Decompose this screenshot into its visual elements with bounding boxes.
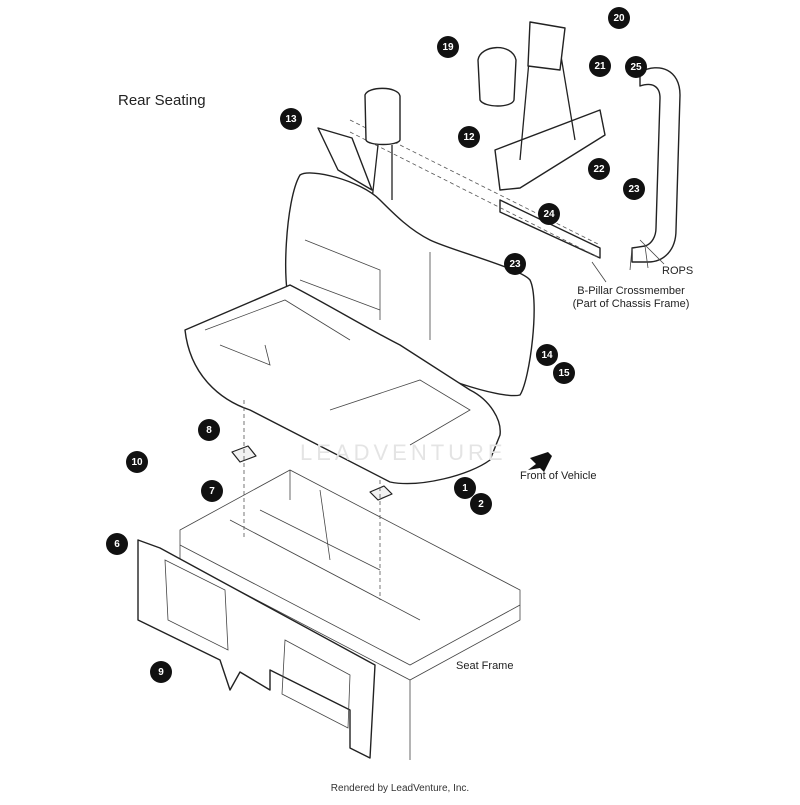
label-seat-frame: Seat Frame [456, 660, 514, 672]
callout-13: 13 [280, 108, 302, 130]
callout-2: 2 [470, 493, 492, 515]
label-b-pillar-line2: (Part of Chassis Frame) [572, 298, 690, 310]
label-front-of-vehicle: Front of Vehicle [520, 470, 597, 482]
callout-10: 10 [126, 451, 148, 473]
callout-8: 8 [198, 419, 220, 441]
seat-cushion [184, 284, 501, 485]
callout-21: 21 [589, 55, 611, 77]
callout-15: 15 [553, 362, 575, 384]
arrow-left-down-icon [528, 452, 552, 472]
callout-20: 20 [608, 7, 630, 29]
callout-14: 14 [536, 344, 558, 366]
bracket-right [494, 109, 606, 191]
footer-credit: Rendered by LeadVenture, Inc. [330, 783, 470, 794]
label-b-pillar-line1: B-Pillar Crossmember [577, 285, 685, 297]
label-rops: ROPS [662, 265, 694, 277]
callout-9: 9 [150, 661, 172, 683]
callout-25: 25 [625, 56, 647, 78]
callout-22: 22 [588, 158, 610, 180]
callout-23b: 23 [504, 253, 526, 275]
rear-panel [137, 539, 376, 759]
callout-12: 12 [458, 126, 480, 148]
label-b-pillar: B-Pillar Crossmember (Part of Chassis Fr… [556, 285, 706, 311]
headrest-right [477, 46, 517, 107]
callout-24: 24 [538, 203, 560, 225]
callout-23a: 23 [623, 178, 645, 200]
headrest-left [364, 87, 401, 146]
callout-6: 6 [106, 533, 128, 555]
rops-tube [631, 67, 681, 263]
bracket-left [317, 127, 373, 191]
callout-19: 19 [437, 36, 459, 58]
callout-1: 1 [454, 477, 476, 499]
callout-7: 7 [201, 480, 223, 502]
mount-plate [527, 21, 566, 71]
watermark-text: LEADVENTURE [300, 440, 507, 465]
mount-pad [231, 445, 257, 463]
page-title: Rear Seating [118, 92, 206, 109]
